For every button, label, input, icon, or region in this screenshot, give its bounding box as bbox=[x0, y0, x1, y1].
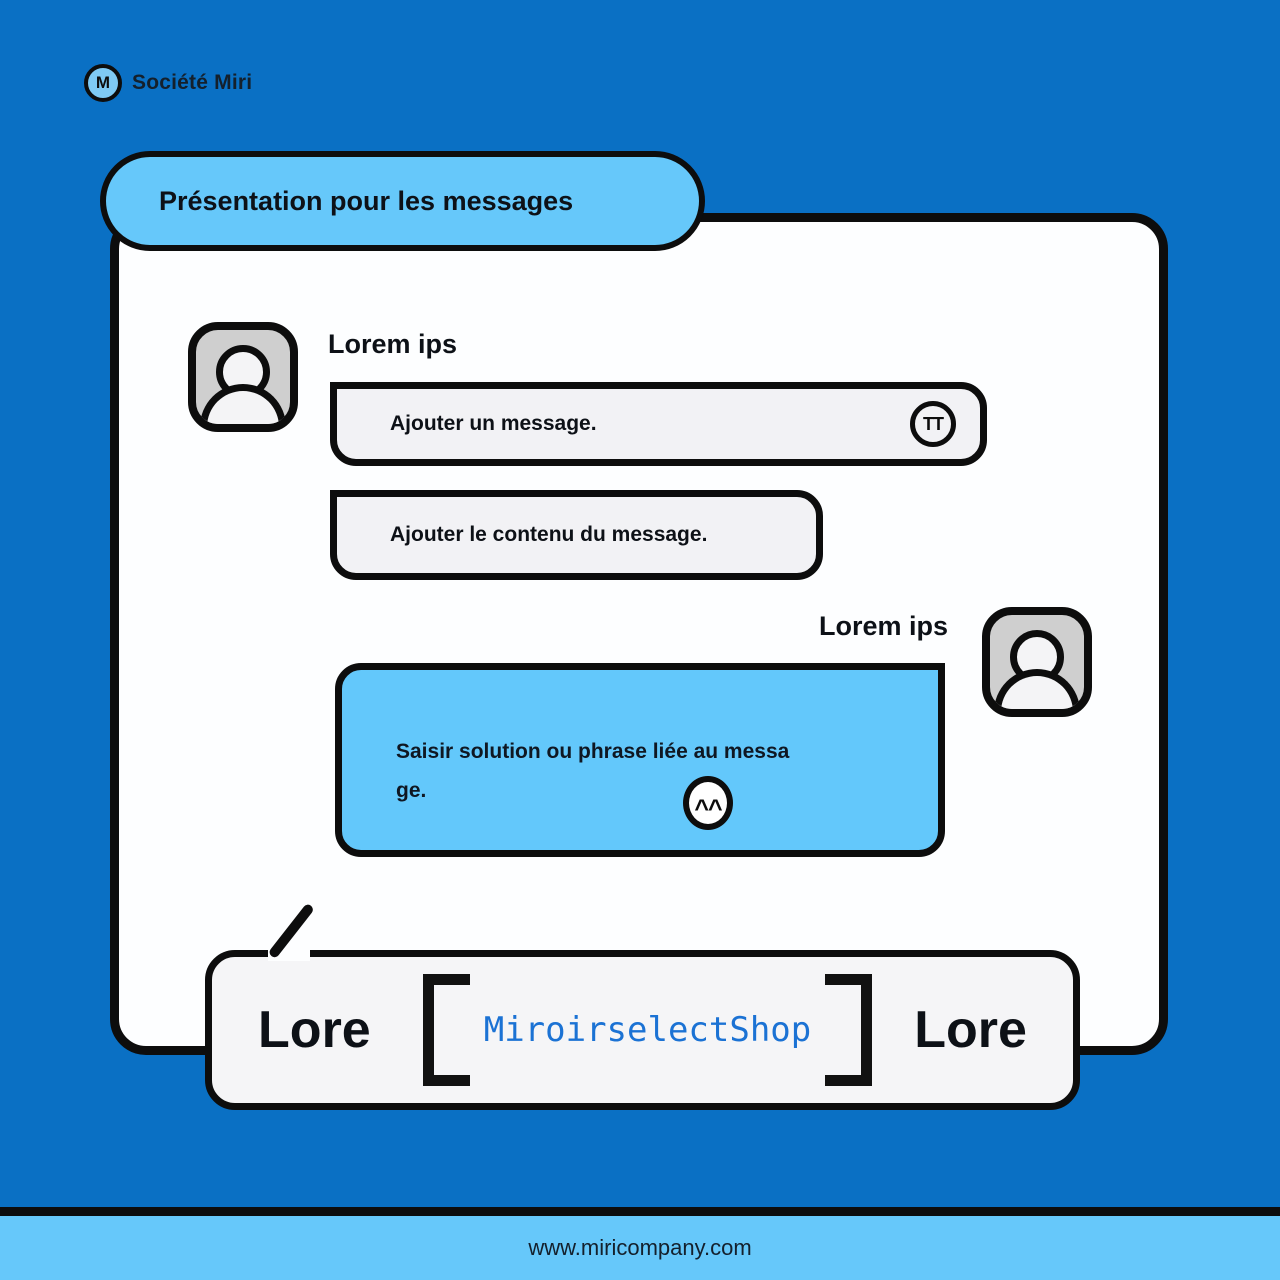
reply-text-line2: ge. bbox=[396, 779, 427, 802]
shop-name: MiroirselectShop bbox=[483, 1010, 812, 1050]
left-user-avatar bbox=[188, 322, 298, 432]
message-1-text: Ajouter un message. bbox=[390, 412, 597, 435]
left-bracket-icon bbox=[422, 974, 470, 1086]
brand-name: Société Miri bbox=[132, 71, 253, 94]
message-bubble-2: Ajouter le contenu du message. bbox=[330, 490, 823, 580]
right-user-avatar bbox=[982, 607, 1092, 717]
reply-text-line1: Saisir solution ou phrase liée au messa bbox=[396, 740, 790, 763]
reply-text: Saisir solution ou phrase liée au messa … bbox=[396, 732, 789, 810]
message-bubble-1: Ajouter un message. TT bbox=[330, 382, 987, 466]
title-bubble: Présentation pour les messages bbox=[100, 151, 705, 251]
avatar-shoulders-icon bbox=[200, 384, 286, 424]
caption-right-word: Lore bbox=[914, 1001, 1027, 1059]
brand-lockup: M Société Miri bbox=[84, 64, 252, 102]
emoji-icon: ^^ bbox=[683, 776, 733, 830]
footer-divider bbox=[0, 1207, 1280, 1216]
footer-url: www.miricompany.com bbox=[528, 1235, 752, 1260]
right-user-name: Lorem ips bbox=[818, 611, 948, 641]
right-bracket-icon bbox=[825, 974, 873, 1086]
reply-bubble: Saisir solution ou phrase liée au messa … bbox=[335, 663, 945, 857]
brand-logo-letter: M bbox=[95, 73, 111, 92]
brand-logo-icon: M bbox=[84, 64, 122, 102]
caption-left-word: Lore bbox=[258, 1001, 371, 1059]
caption-bubble: Lore MiroirselectShop Lore bbox=[205, 902, 1080, 1110]
left-user-name: Lorem ips bbox=[328, 329, 458, 359]
message-2-text: Ajouter le contenu du message. bbox=[390, 523, 708, 546]
footer-bar: www.miricompany.com bbox=[0, 1216, 1280, 1280]
avatar-shoulders-icon bbox=[994, 669, 1080, 709]
text-format-icon: TT bbox=[910, 401, 956, 447]
page-title: Présentation pour les messages bbox=[159, 185, 574, 216]
